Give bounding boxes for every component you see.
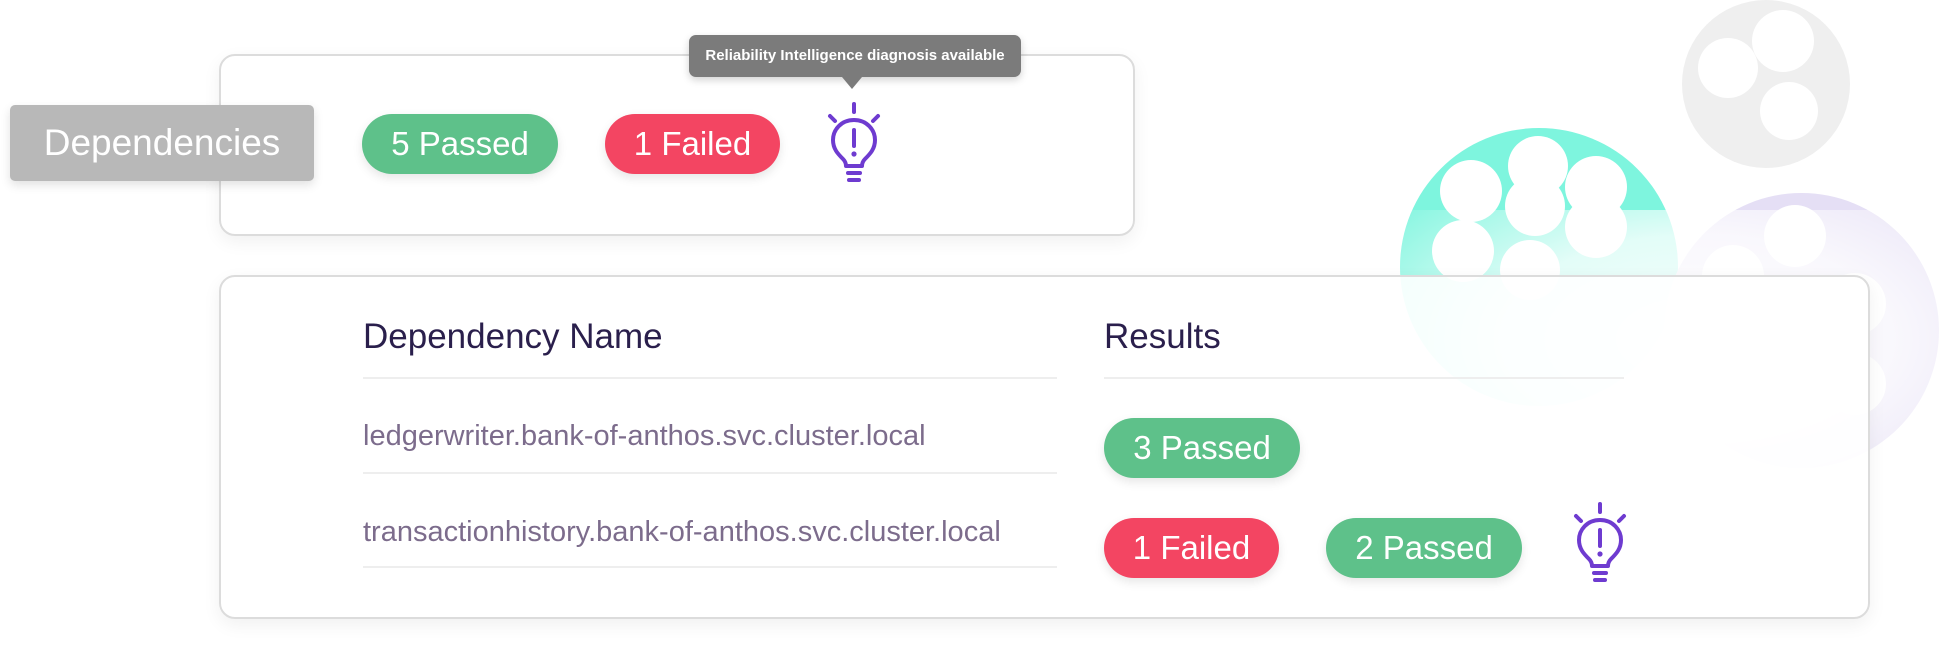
- row-failed-badge[interactable]: 1 Failed: [1104, 518, 1279, 578]
- summary-passed-badge[interactable]: 5 Passed: [362, 114, 558, 174]
- lightbulb-alert-icon[interactable]: [1568, 502, 1632, 586]
- row-divider: [363, 472, 1057, 474]
- header-divider-results: [1104, 377, 1624, 379]
- row-passed-badge[interactable]: 3 Passed: [1104, 418, 1300, 478]
- dependencies-table-panel: [219, 275, 1870, 619]
- column-header-results: Results: [1104, 317, 1221, 356]
- row-passed-badge[interactable]: 2 Passed: [1326, 518, 1522, 578]
- decorative-gray-circle: [1682, 0, 1850, 168]
- dependency-name: ledgerwriter.bank-of-anthos.svc.cluster.…: [363, 420, 926, 452]
- section-label: Dependencies: [10, 105, 314, 181]
- header-divider: [363, 377, 1057, 379]
- lightbulb-alert-icon[interactable]: [822, 102, 886, 186]
- summary-failed-badge[interactable]: 1 Failed: [605, 114, 780, 174]
- dependency-name: transactionhistory.bank-of-anthos.svc.cl…: [363, 516, 1001, 548]
- tooltip-arrow: [842, 77, 862, 89]
- row-divider: [363, 566, 1057, 568]
- column-header-dependency-name: Dependency Name: [363, 317, 663, 356]
- diagnosis-tooltip: Reliability Intelligence diagnosis avail…: [689, 35, 1021, 77]
